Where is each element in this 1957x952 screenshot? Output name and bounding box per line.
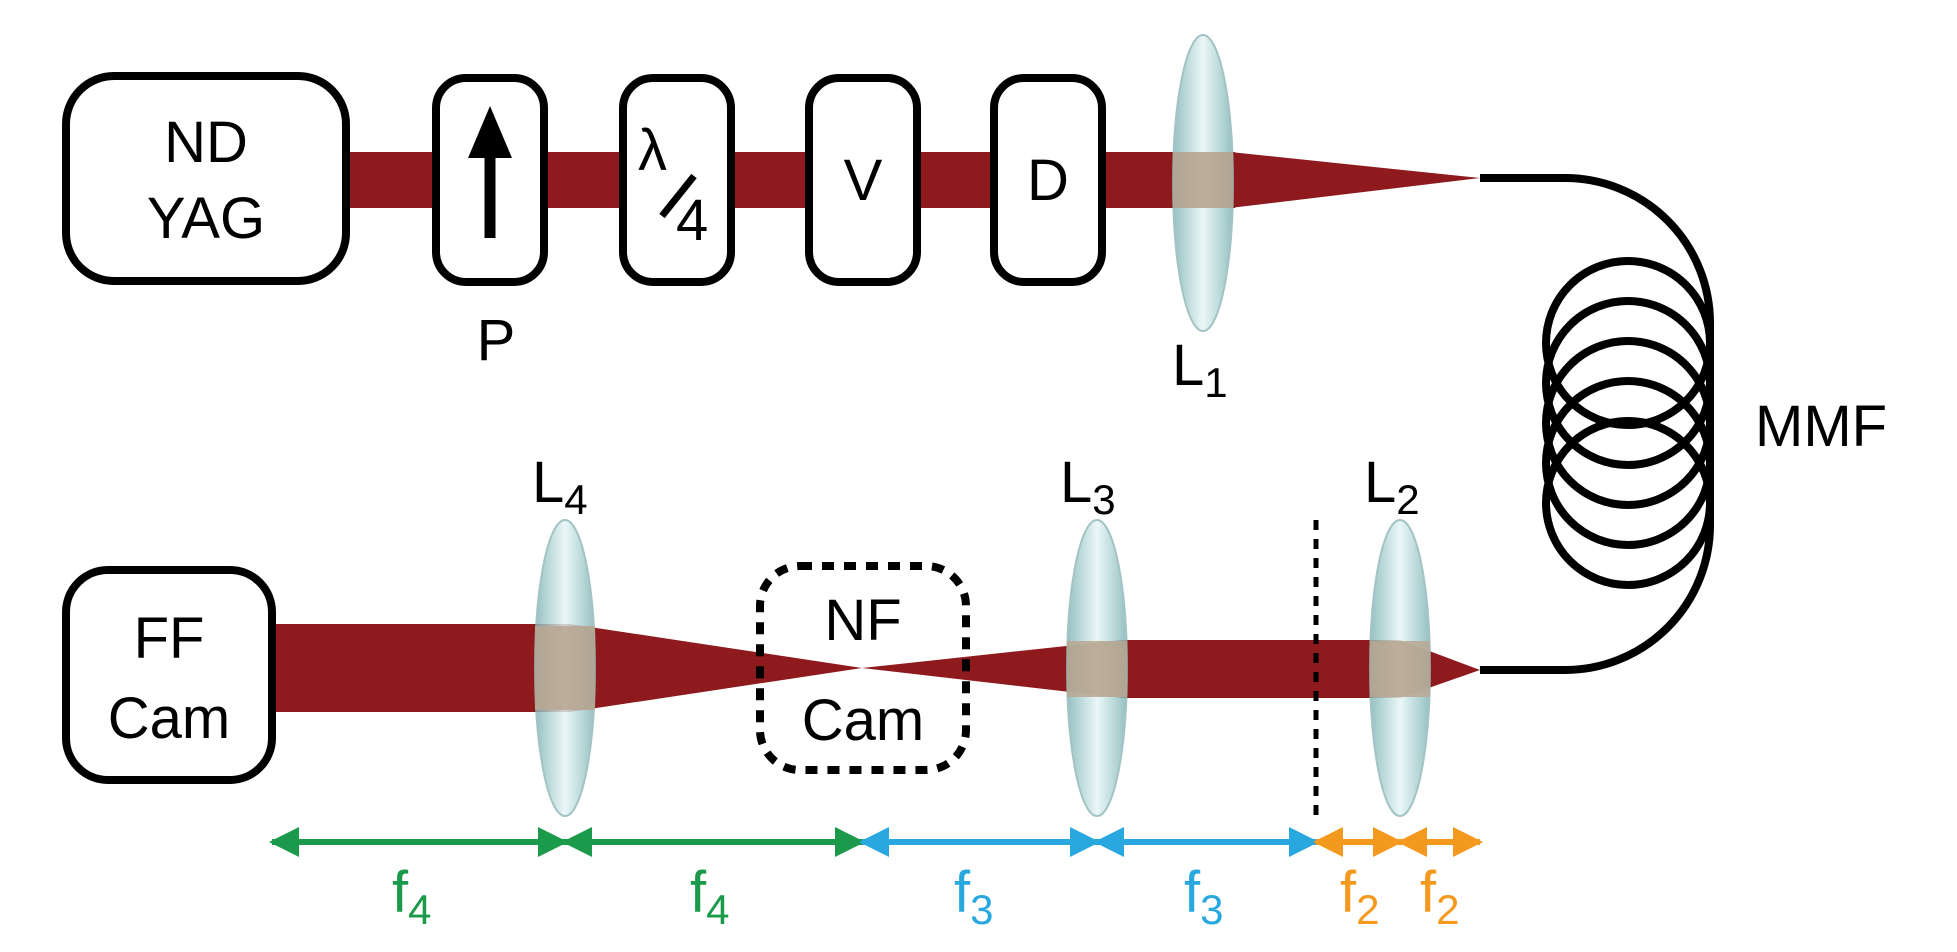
lens-l4-beam-overlap <box>535 626 595 710</box>
polarizer-label: P <box>477 308 516 373</box>
nd-yag-laser-box <box>62 72 350 285</box>
d-component-box <box>990 74 1106 286</box>
bottom-beam-converging <box>862 640 1122 698</box>
distance-label-f3-a: f3 <box>954 860 993 933</box>
lens-l1-beam-overlap <box>1173 152 1233 208</box>
waveplate-lambda-label: λ <box>638 118 667 183</box>
polarizer-arrow-head-icon <box>468 106 512 158</box>
ff-camera-line1: FF <box>134 606 205 671</box>
bottom-beam-diverging <box>570 624 862 712</box>
distance-label-f3-b: f3 <box>1184 860 1223 933</box>
distance-label-f4-b: f4 <box>690 860 729 933</box>
nf-camera-box <box>756 562 970 774</box>
top-beam-focus <box>1230 152 1480 208</box>
distance-label-f2-a: f2 <box>1340 860 1379 933</box>
d-component-label: D <box>1027 148 1069 213</box>
lens-l1-label: L1 <box>1172 333 1228 406</box>
fiber-coil-icon <box>1542 257 1714 589</box>
lens-l3-beam-overlap <box>1067 641 1127 697</box>
waveplate-four-label: 4 <box>676 188 708 253</box>
nf-camera-line1: NF <box>824 588 901 653</box>
nd-yag-line1: ND <box>164 110 248 175</box>
ff-camera-box <box>62 566 276 784</box>
v-component-box <box>805 74 921 286</box>
v-component-label: V <box>844 148 883 213</box>
nf-camera-line2: Cam <box>802 688 924 753</box>
distance-label-f2-b: f2 <box>1420 860 1459 933</box>
lens-l4-label: L4 <box>532 450 588 523</box>
mmf-label: MMF <box>1755 394 1887 459</box>
lens-l3-label: L3 <box>1060 450 1116 523</box>
nd-yag-line2: YAG <box>147 186 265 251</box>
distance-label-f4-a: f4 <box>392 860 431 933</box>
bottom-beam-collimated <box>270 624 570 712</box>
lens-l2-label: L2 <box>1364 450 1420 523</box>
waveplate-slash-icon <box>659 173 697 219</box>
waveplate-box <box>619 74 735 286</box>
lens-l2-beam-overlap <box>1370 641 1430 697</box>
ff-camera-line2: Cam <box>108 686 230 751</box>
